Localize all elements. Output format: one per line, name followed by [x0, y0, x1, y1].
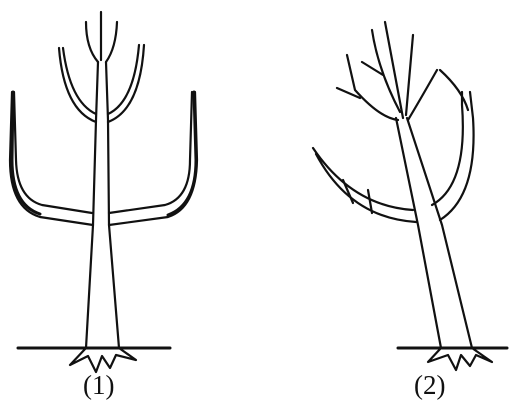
tree-1: [10, 12, 197, 372]
tree-2-roots: [428, 348, 492, 370]
tree-1-leader-top: [86, 12, 117, 62]
tree-1-roots: [70, 348, 136, 372]
tree-2-right-scaffold-branch: [432, 70, 474, 220]
tree-2-left-scaffold-branch: [313, 148, 416, 222]
tree-1-trunk: [86, 62, 119, 348]
tree-2-label: (2): [414, 372, 445, 399]
tree-1-upper-right-branch: [108, 45, 144, 122]
tree-1-upper-left-branch: [59, 48, 96, 122]
tree-1-label: (1): [83, 372, 114, 399]
tree-2: [313, 22, 507, 370]
tree-2-upper-crown: [337, 22, 437, 120]
